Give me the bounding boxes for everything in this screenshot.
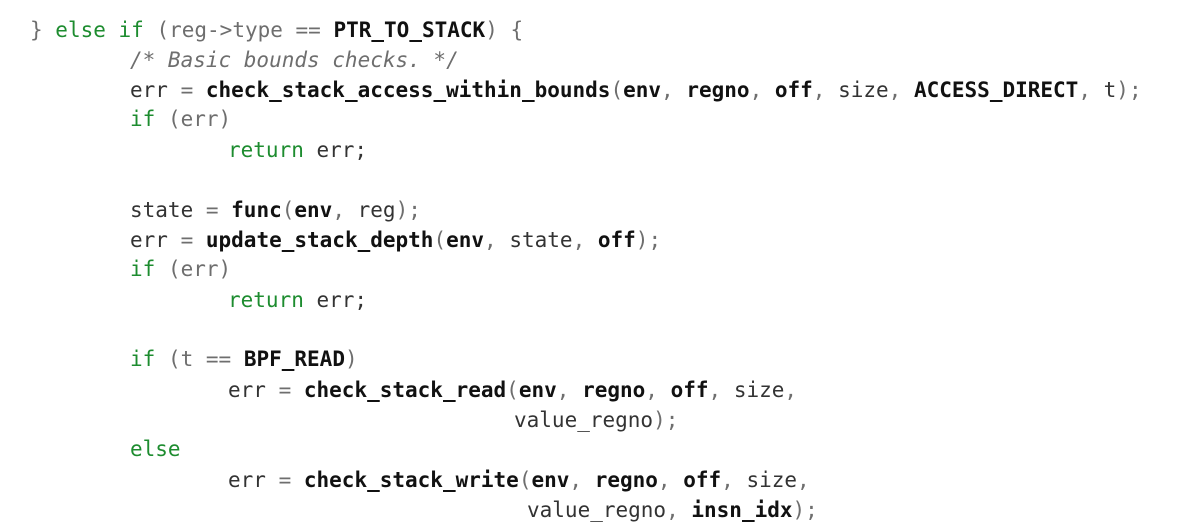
- emphasized-identifier-token: off: [597, 228, 636, 252]
- punctuation-token: =: [167, 78, 206, 102]
- emphasized-identifier-token: ACCESS_DIRECT: [913, 78, 1079, 102]
- code-line-check-stack-read: err = check_stack_read(env, regno, off, …: [228, 375, 797, 405]
- punctuation-token: ,: [556, 378, 583, 402]
- comment-token: /* Basic bounds checks. */: [130, 48, 459, 72]
- punctuation-token: ,: [888, 78, 914, 102]
- punctuation-token: =: [265, 468, 304, 492]
- emphasized-identifier-token: func: [231, 198, 282, 222]
- punctuation-token: ,: [569, 468, 595, 492]
- emphasized-identifier-token: insn_idx: [691, 498, 793, 522]
- punctuation-token: ,: [484, 228, 510, 252]
- code-line-return-err-1: return err;: [228, 135, 367, 165]
- punctuation-token: (: [506, 378, 519, 402]
- identifier-token: value_regno: [514, 408, 654, 432]
- punctuation-token: );: [653, 408, 679, 432]
- identifier-token: value_regno: [527, 498, 667, 522]
- punctuation-token: ,: [708, 378, 734, 402]
- punctuation-token: =: [265, 378, 304, 402]
- code-line-if-bpf-read: if (t == BPF_READ): [130, 344, 358, 374]
- punctuation-token: (: [518, 468, 532, 492]
- identifier-token: size: [733, 378, 785, 402]
- identifier-token: err: [228, 378, 266, 402]
- punctuation-token: ,: [1078, 78, 1104, 102]
- punctuation-token: =: [193, 198, 232, 222]
- keyword-token: if: [130, 107, 156, 131]
- punctuation-token: (t ==: [155, 347, 244, 371]
- identifier-token: t: [1103, 78, 1117, 102]
- punctuation-token: );: [635, 228, 662, 252]
- emphasized-identifier-token: BPF_READ: [243, 347, 345, 371]
- code-line-if-err-2: if (err): [130, 254, 231, 284]
- code-line-state-func: state = func(env, reg);: [130, 195, 421, 225]
- punctuation-token: ) {: [485, 18, 524, 42]
- emphasized-identifier-token: check_stack_write: [303, 468, 519, 492]
- punctuation-token: );: [792, 498, 818, 522]
- punctuation-token: (reg->type ==: [143, 18, 334, 42]
- punctuation-token: ): [344, 347, 358, 371]
- emphasized-identifier-token: off: [774, 78, 813, 102]
- emphasized-identifier-token: env: [294, 198, 333, 222]
- emphasized-identifier-token: env: [623, 78, 662, 102]
- punctuation-token: ,: [661, 78, 687, 102]
- punctuation-token: ,: [749, 78, 775, 102]
- emphasized-identifier-token: off: [683, 468, 722, 492]
- code-line-check-stack-access: err = check_stack_access_within_bounds(e…: [130, 75, 1142, 105]
- emphasized-identifier-token: regno: [582, 378, 646, 402]
- punctuation-token: ,: [657, 468, 684, 492]
- keyword-token: return: [228, 138, 304, 162]
- identifier-token: err: [228, 468, 266, 492]
- emphasized-identifier-token: check_stack_access_within_bounds: [205, 78, 611, 102]
- punctuation-token: (err): [155, 257, 232, 281]
- code-line-comment-bounds-checks: /* Basic bounds checks. */: [130, 45, 459, 75]
- punctuation-token: ,: [797, 468, 810, 492]
- emphasized-identifier-token: regno: [686, 78, 750, 102]
- punctuation-token: (: [610, 78, 624, 102]
- punctuation-token: ,: [812, 78, 839, 102]
- identifier-token: err;: [303, 138, 368, 162]
- code-line-else-if-ptr-to-stack: } else if (reg->type == PTR_TO_STACK) {: [30, 15, 523, 45]
- code-line-write-value-regno: value_regno, insn_idx);: [527, 495, 818, 525]
- keyword-token: return: [228, 288, 304, 312]
- code-line-check-stack-write: err = check_stack_write(env, regno, off,…: [228, 465, 810, 495]
- emphasized-identifier-token: off: [670, 378, 709, 402]
- emphasized-identifier-token: env: [518, 378, 557, 402]
- emphasized-identifier-token: regno: [594, 468, 658, 492]
- punctuation-token: (: [281, 198, 295, 222]
- keyword-token: if: [130, 347, 156, 371]
- punctuation-token: ,: [721, 468, 747, 492]
- emphasized-identifier-token: PTR_TO_STACK: [333, 18, 486, 42]
- keyword-token: if: [130, 257, 156, 281]
- punctuation-token: ,: [572, 228, 598, 252]
- code-line-read-value-regno: value_regno);: [514, 405, 678, 435]
- punctuation-token: ,: [666, 498, 692, 522]
- identifier-token: size: [746, 468, 798, 492]
- punctuation-token: ,: [645, 378, 671, 402]
- identifier-token: state: [130, 198, 194, 222]
- punctuation-token: (: [433, 228, 447, 252]
- keyword-token: else if: [55, 18, 144, 42]
- emphasized-identifier-token: env: [531, 468, 570, 492]
- code-line-update-stack-depth: err = update_stack_depth(env, state, off…: [130, 225, 661, 255]
- punctuation-token: }: [30, 18, 56, 42]
- code-line-return-err-2: return err;: [228, 285, 367, 315]
- code-line-if-err-1: if (err): [130, 104, 231, 134]
- emphasized-identifier-token: update_stack_depth: [205, 228, 434, 252]
- punctuation-token: ,: [784, 378, 798, 402]
- code-line-else: else: [130, 434, 181, 464]
- identifier-token: err: [130, 78, 168, 102]
- keyword-token: else: [130, 437, 181, 461]
- identifier-token: err;: [303, 288, 368, 312]
- punctuation-token: =: [167, 228, 206, 252]
- identifier-token: state: [509, 228, 573, 252]
- identifier-token: err: [130, 228, 168, 252]
- identifier-token: size: [838, 78, 889, 102]
- emphasized-identifier-token: check_stack_read: [303, 378, 507, 402]
- punctuation-token: ,: [332, 198, 358, 222]
- punctuation-token: );: [1116, 78, 1142, 102]
- punctuation-token: (err): [155, 107, 232, 131]
- punctuation-token: );: [395, 198, 421, 222]
- emphasized-identifier-token: env: [446, 228, 485, 252]
- identifier-token: reg: [357, 198, 396, 222]
